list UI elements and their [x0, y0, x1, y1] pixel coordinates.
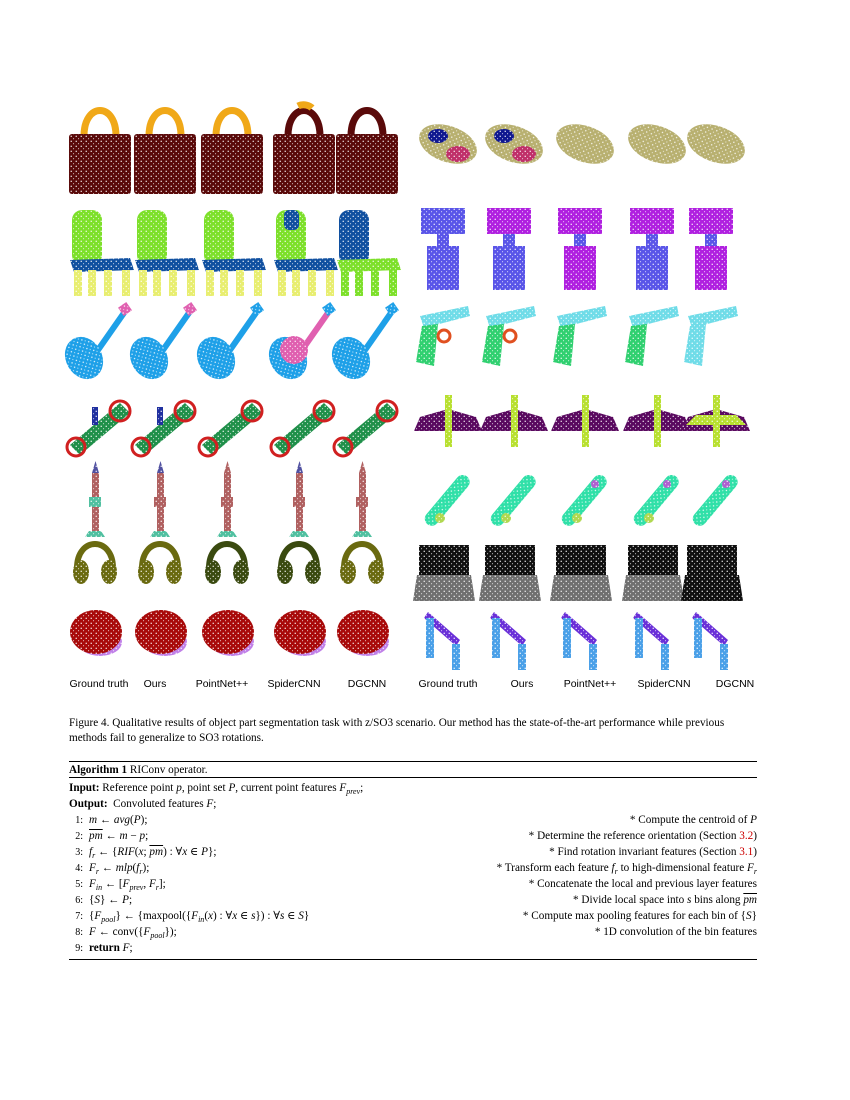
figure-caption: Figure 4. Qualitative results of object …: [69, 717, 725, 744]
earphone-sample: [73, 541, 117, 584]
skateboard-sample: [490, 474, 536, 526]
right-label-dgcnn: DGCNN: [715, 678, 755, 690]
algorithm-title: Algorithm 1 RIConv operator.: [69, 764, 208, 776]
left-label-pointnet: PointNet++: [195, 678, 249, 690]
lamp-sample: [487, 208, 531, 290]
left-label-ours: Ours: [143, 678, 167, 690]
airplane-sample: [551, 395, 619, 447]
airplane-sample: [682, 395, 750, 447]
algorithm-line-1: 1:m ← avg(P); * Compute the centroid of …: [75, 814, 757, 826]
right-label-ground-truth: Ground truth: [418, 678, 478, 690]
pistol-sample: [684, 306, 738, 366]
earphone-sample: [340, 541, 384, 584]
lamp-sample: [421, 208, 465, 290]
algorithm-line-5: 5:Fin ← [Fprev, Fr]; * Concatenate the l…: [75, 878, 757, 893]
algorithm-line-7: 7:{Fpool} ← {maxpool({Fin(x) : ∀x ∈ s}) …: [75, 910, 757, 925]
bag-sample: [69, 107, 131, 194]
bag-sample: [336, 107, 398, 194]
motorbike-sample: [65, 399, 132, 458]
left-label-ground-truth: Ground truth: [69, 678, 129, 690]
rocket-sample: [217, 461, 237, 537]
skateboard-sample: [561, 474, 607, 526]
section-link-3-1[interactable]: 3.1: [739, 846, 754, 858]
rocket-sample: [352, 461, 372, 537]
algorithm-line-3: 3:fr ← {RIF(x; pm) : ∀x ∈ P}; * Find rot…: [75, 846, 757, 861]
cap-sample: [202, 610, 254, 656]
algorithm-line-6: 6:{S} ← P; * Divide local space into s b…: [75, 894, 757, 906]
laptop-sample: [622, 545, 684, 601]
car-sample: [556, 124, 614, 164]
guitar-sample: [64, 302, 132, 380]
laptop-sample: [681, 545, 743, 601]
guitar-sample: [331, 302, 399, 380]
skateboard-sample: [692, 474, 738, 526]
earphone-sample: [205, 541, 249, 584]
motorbike-sample: [269, 399, 336, 458]
segmentation-figure: [64, 101, 750, 670]
motorbike-sample: [197, 399, 264, 458]
chair-sample: [202, 210, 266, 296]
laptop-sample: [479, 545, 541, 601]
rocket-sample: [85, 461, 105, 537]
bag-sample: [134, 107, 196, 194]
car-sample: [485, 124, 543, 164]
airplane-sample: [414, 395, 482, 447]
algorithm-input: Input: Reference point p, point set P, c…: [69, 782, 364, 797]
cap-sample: [337, 610, 389, 656]
earphone-sample: [138, 541, 182, 584]
motorbike-sample: [130, 399, 197, 458]
table-sample: [424, 612, 460, 670]
table-sample: [633, 612, 669, 670]
chair-sample: [274, 210, 338, 296]
table-sample: [692, 612, 728, 670]
algorithm-line-4: 4:Fr ← mlp(fr); * Transform each feature…: [75, 862, 757, 877]
cap-sample: [274, 610, 326, 656]
cap-sample: [135, 610, 187, 656]
guitar-sample: [196, 302, 264, 380]
bag-sample: [273, 101, 335, 194]
pistol-sample: [482, 306, 536, 366]
motorbike-sample: [332, 399, 399, 458]
chair-sample: [70, 210, 134, 296]
skateboard-sample: [424, 474, 470, 526]
section-link-3-2[interactable]: 3.2: [739, 830, 754, 842]
laptop-sample: [550, 545, 612, 601]
right-label-spidercnn: SpiderCNN: [637, 678, 691, 690]
algorithm-box: Algorithm 1 RIConv operator. Input: Refe…: [69, 761, 757, 960]
table-sample: [490, 612, 526, 670]
algorithm-line-8: 8:F ← conv({Fpool}); * 1D convolution of…: [75, 926, 757, 941]
cap-sample: [70, 610, 122, 656]
lamp-sample: [558, 208, 602, 290]
rocket-sample: [150, 461, 170, 537]
algorithm-line-2: 2:pm ← m − p; * Determine the reference …: [75, 830, 757, 842]
rocket-sample: [289, 461, 309, 537]
algorithm-output: Output: Convoluted features F;: [69, 798, 217, 810]
car-sample: [687, 124, 745, 164]
left-label-spidercnn: SpiderCNN: [267, 678, 321, 690]
airplane-sample: [623, 395, 691, 447]
guitar-sample: [129, 302, 197, 380]
earphone-sample: [277, 541, 321, 584]
lamp-sample: [689, 208, 733, 290]
right-label-pointnet: PointNet++: [563, 678, 617, 690]
pistol-sample: [625, 306, 679, 366]
algorithm-line-9: 9:return F;: [75, 942, 133, 954]
lamp-sample: [630, 208, 674, 290]
pistol-sample: [416, 306, 470, 366]
laptop-sample: [413, 545, 475, 601]
skateboard-sample: [633, 474, 679, 526]
chair-sample: [135, 210, 199, 296]
chair-sample: [337, 210, 401, 296]
pistol-sample: [553, 306, 607, 366]
left-label-dgcnn: DGCNN: [347, 678, 387, 690]
airplane-sample: [480, 395, 548, 447]
car-sample: [419, 124, 477, 164]
table-sample: [561, 612, 597, 670]
car-sample: [628, 124, 686, 164]
bag-sample: [201, 107, 263, 194]
right-label-ours: Ours: [510, 678, 534, 690]
guitar-sample: [268, 302, 336, 380]
